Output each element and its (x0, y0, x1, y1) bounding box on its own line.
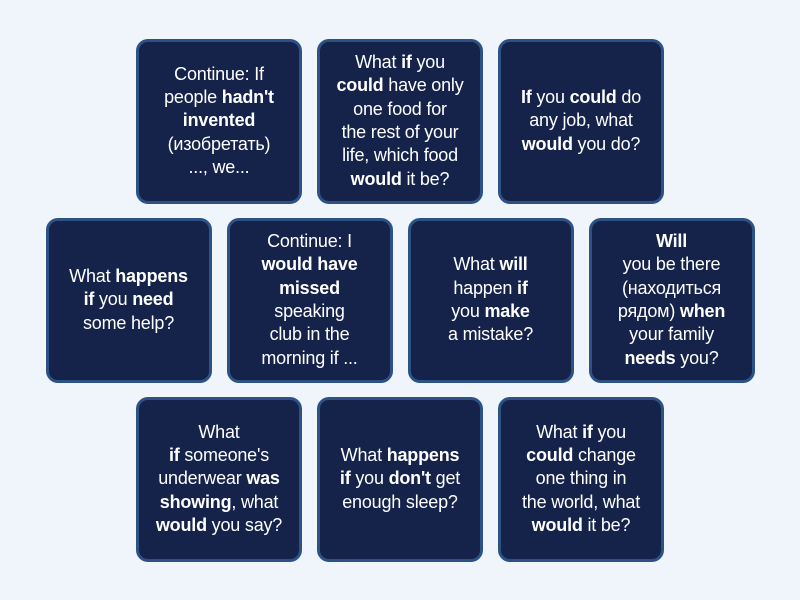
text-line: needs you? (624, 347, 719, 368)
text-line: What if you (355, 51, 445, 72)
text-line: if you need (83, 289, 174, 310)
text-line: Continue: If (174, 63, 264, 84)
text-line: one thing in (535, 468, 627, 489)
text-line: would you say? (155, 515, 283, 536)
text-line: enough sleep? (342, 491, 458, 512)
text-line: morning if ... (261, 347, 358, 368)
text-line: What happens (69, 265, 188, 286)
text-line: invented (182, 110, 256, 131)
text-line: your family (629, 324, 714, 345)
question-card[interactable]: Will you be there(находиться рядом) when yo… (588, 217, 755, 383)
text-line: would you do? (521, 133, 641, 154)
text-line: the rest of your (341, 122, 459, 142)
text-line: What happens (340, 444, 460, 465)
text-line: Will (655, 230, 688, 251)
text-line: рядом) when (617, 301, 726, 321)
text-line: some help? (82, 312, 175, 333)
text-line: club in the (269, 324, 350, 345)
text-line: speaking (274, 301, 345, 321)
text-line: you be there (622, 254, 721, 275)
text-line: What will (453, 254, 528, 275)
text-line: missed (279, 277, 340, 298)
text-line: underwear was (158, 468, 280, 489)
text-line: If you could do (520, 86, 642, 107)
text-line: What if you (536, 421, 626, 442)
text-line: Continue: I (267, 230, 352, 251)
text-line: any job, what (529, 110, 633, 131)
text-line: people hadn't (164, 86, 274, 107)
question-text: Will you be there(находиться рядом) when yo… (618, 230, 725, 370)
text-line: (находиться (621, 277, 722, 298)
text-line: the world, what (521, 491, 641, 512)
text-line: could have only (336, 75, 464, 96)
text-line: would it be? (350, 168, 450, 189)
text-line: if someone's (168, 444, 270, 465)
text-line: showing, what (159, 491, 279, 512)
text-line: life, which food (342, 145, 458, 166)
text-line: could change (526, 444, 636, 465)
text-line: happen if (453, 277, 528, 298)
text-line: ..., we... (188, 157, 250, 178)
text-line: you make (451, 301, 530, 321)
text-line: a mistake? (447, 324, 534, 345)
text-line: (изобретать) (167, 133, 271, 154)
text-line: would have (261, 254, 358, 275)
text-line: What (198, 421, 240, 442)
text-line: if you don't get (339, 468, 461, 489)
text-line: would it be? (531, 515, 631, 536)
text-line: one food for (353, 98, 447, 119)
